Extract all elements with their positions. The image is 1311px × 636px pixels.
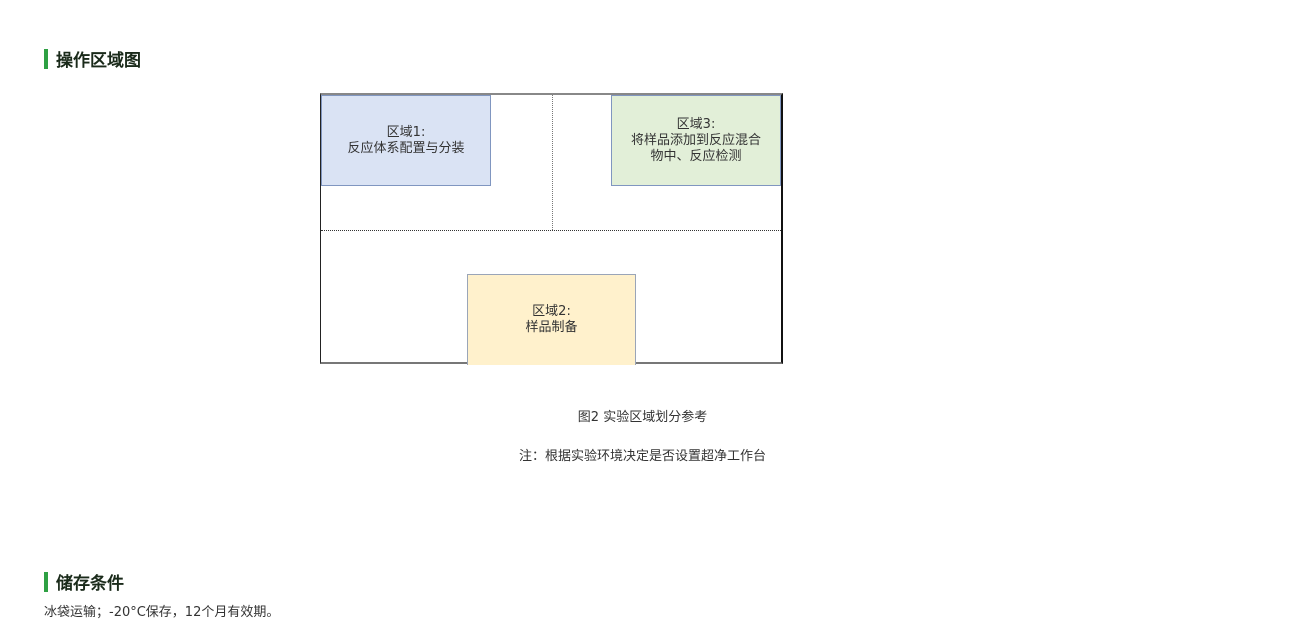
zone-1-desc: 反应体系配置与分装 xyxy=(347,140,465,156)
figure-caption: 图2 实验区域划分参考 xyxy=(577,410,708,425)
accent-bar xyxy=(44,48,48,69)
section-title-operation-area: 操作区域图 xyxy=(44,46,141,71)
divider-horizontal xyxy=(321,230,781,231)
zone-1-title: 区域1: xyxy=(386,124,426,140)
zone-3-desc-line2: 物中、反应检测 xyxy=(650,148,742,164)
zone-3: 区域3: 将样品添加到反应混合 物中、反应检测 xyxy=(611,95,781,186)
section-title-text: 储存条件 xyxy=(56,574,124,594)
zone-1: 区域1: 反应体系配置与分装 xyxy=(321,95,491,186)
zone-2: 区域2: 样品制备 xyxy=(467,274,636,365)
figure-note: 注：根据实验环境决定是否设置超净工作台 xyxy=(518,449,766,464)
zone-2-desc: 样品制备 xyxy=(525,320,578,335)
accent-bar xyxy=(44,571,48,592)
divider-vertical xyxy=(552,95,553,230)
zone-3-title: 区域3: xyxy=(676,116,716,132)
section-title-text: 操作区域图 xyxy=(56,51,141,71)
zone-3-desc-line1: 将样品添加到反应混合 xyxy=(630,132,761,148)
storage-conditions-text: 冰袋运输；-20°C保存，12个月有效期。 xyxy=(44,605,280,620)
area-division-diagram: 区域1: 反应体系配置与分装 区域3: 将样品添加到反应混合 物中、反应检测 区… xyxy=(320,93,783,365)
zone-2-title: 区域2: xyxy=(532,304,571,319)
section-title-storage: 储存条件 xyxy=(44,569,124,594)
